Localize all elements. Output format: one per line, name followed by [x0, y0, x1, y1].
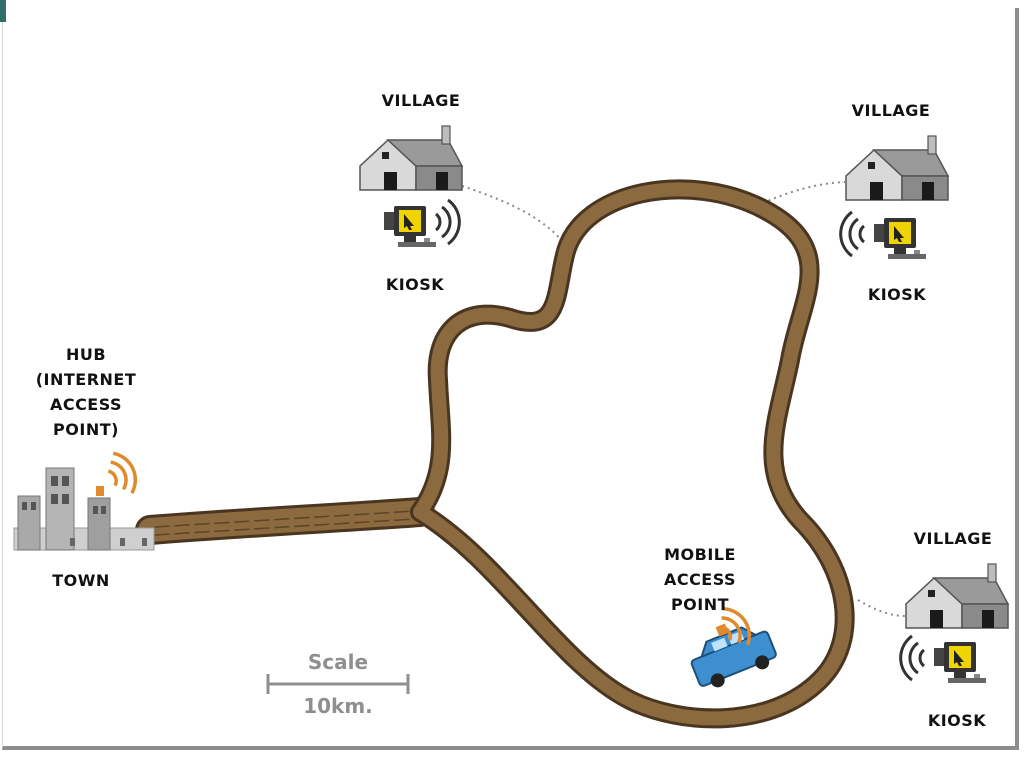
road: [135, 179, 855, 729]
signal-icon-hub: [100, 446, 144, 500]
village-house-1: [359, 125, 463, 191]
scale-bar: [266, 674, 410, 694]
signal-icon-kiosk-2: [839, 210, 866, 258]
scale-title: Scale: [307, 650, 369, 674]
link-village-3: [857, 599, 906, 617]
kiosk-computer-3: [934, 642, 986, 683]
hub-label-line-2: (INTERNET: [35, 370, 137, 389]
kiosk-computer-2: [874, 218, 926, 259]
kiosk-label-1: KIOSK: [385, 275, 445, 294]
kiosk-label-3: KIOSK: [927, 711, 987, 730]
hub-label-line-3: ACCESS: [49, 395, 123, 414]
frame-corner: [0, 0, 6, 22]
village-label-2: VILLAGE: [851, 101, 931, 120]
village-label-3: VILLAGE: [913, 529, 993, 548]
village-house-3: [905, 563, 1009, 629]
link-village-1: [461, 185, 573, 256]
town-buildings: [13, 467, 155, 551]
hub-label: HUB (INTERNET ACCESS POINT): [26, 342, 146, 442]
mobile-label-line-1: MOBILE: [664, 545, 736, 564]
kiosk-label-2: KIOSK: [867, 285, 927, 304]
diagram-frame: [2, 8, 1019, 750]
mobile-vehicle: [690, 623, 777, 688]
mobile-access-point-label: MOBILE ACCESS POINT: [640, 542, 760, 617]
hub-label-line-4: POINT): [53, 420, 119, 439]
kiosk-computer-1: [384, 206, 436, 247]
mobile-label-line-2: ACCESS: [663, 570, 737, 589]
hub-label-line-1: HUB: [65, 345, 107, 364]
village-house-2: [845, 135, 949, 201]
scale-value: 10km.: [303, 694, 373, 718]
mobile-label-line-3: POINT: [670, 595, 730, 614]
town-label: TOWN: [52, 571, 110, 590]
signal-icon-kiosk-1: [434, 198, 461, 246]
village-label-1: VILLAGE: [381, 91, 461, 110]
signal-icon-kiosk-3: [899, 634, 926, 682]
